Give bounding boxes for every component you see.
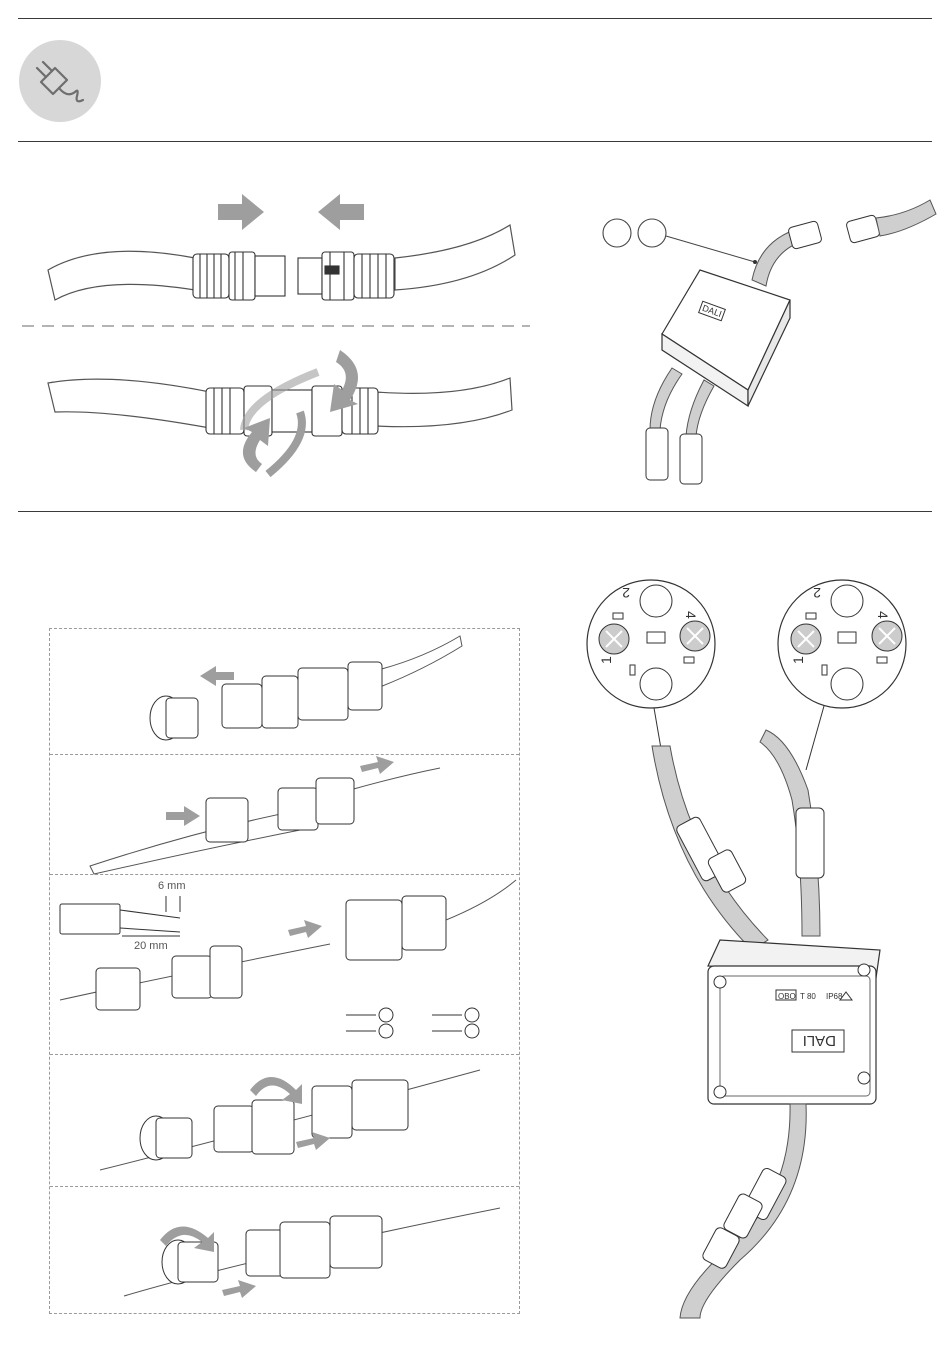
pin-label-2-right: 2: [813, 585, 821, 601]
pin-label-1-right: 1: [790, 656, 806, 664]
pin-label-4-left: 4: [683, 611, 699, 619]
brand-label: OBO: [778, 992, 796, 1001]
temp-label: T 80: [800, 992, 816, 1001]
pin-label-4-right: 4: [875, 611, 891, 619]
box-label-big: DALI: [803, 1032, 836, 1049]
pin-label-2-left: 2: [622, 585, 630, 601]
pin-label-1-left: 1: [598, 656, 614, 664]
